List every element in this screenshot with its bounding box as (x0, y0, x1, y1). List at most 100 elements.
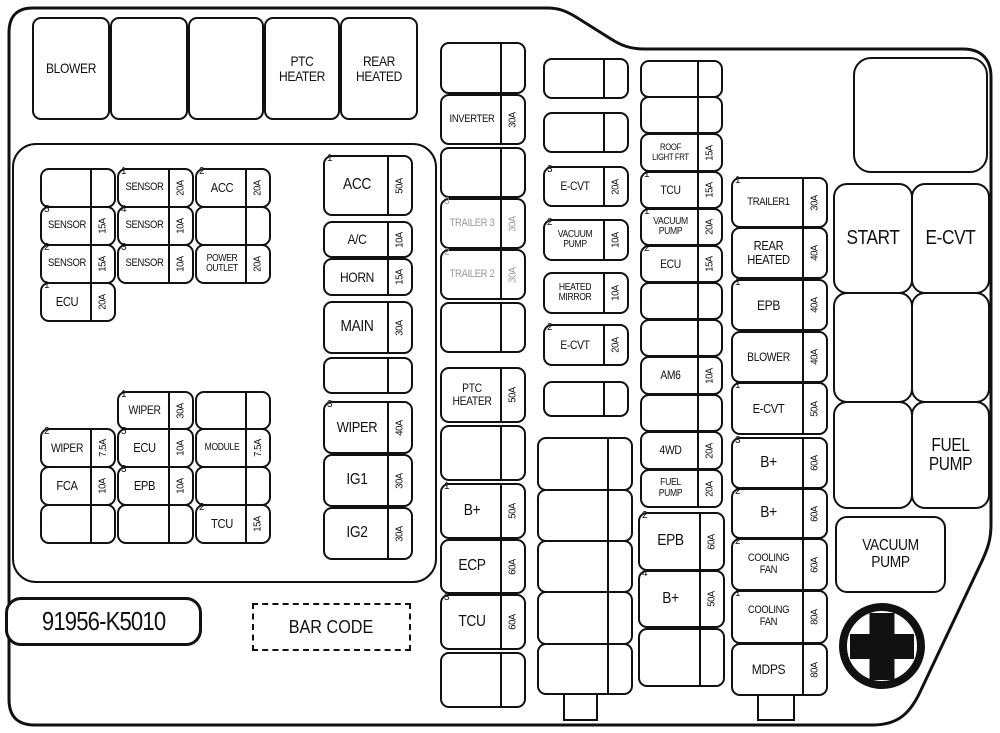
fuse-label (646, 396, 695, 430)
fuse-amp-strip: 7.5A (90, 430, 114, 466)
fuse-blank (195, 466, 271, 506)
fuse-blank (537, 540, 633, 593)
fuse-amp-strip: 30A (802, 179, 826, 226)
fuse-index: 5 (44, 204, 50, 215)
fuse-label: EPB (756, 296, 781, 313)
fuse-label: FCA (56, 478, 78, 494)
trailer-column-tab (757, 694, 795, 721)
bar-code-label: BAR CODE (289, 616, 374, 637)
fuse-amp-strip (603, 114, 627, 151)
fuse-amp-strip: 60A (802, 490, 826, 537)
fuse-amp-strip (697, 98, 721, 132)
fuse-index: 3 (121, 464, 127, 475)
fuse-label: ECU (55, 294, 79, 310)
fuse-e-cvt: E-CVT (911, 183, 990, 294)
fuse-blank (110, 17, 188, 120)
fuse-amp-strip: 20A (90, 284, 114, 320)
fuse-index: 2 (642, 510, 648, 521)
fuse-amp-strip: 15A (697, 247, 721, 281)
fuse-blank (638, 628, 725, 687)
fuse-label: EPB (133, 478, 156, 494)
fuse-label: ACC (342, 176, 372, 194)
fuse-blank (911, 292, 990, 403)
fuse-amp-value: 10A (175, 440, 187, 456)
fuse-label: E-CVT (925, 227, 976, 249)
fuse-index: 1 (735, 277, 741, 288)
fuse-amp-strip: 30A (500, 200, 524, 247)
fuse-amp-value: 10A (610, 232, 622, 248)
fuse-amp-strip: 30A (387, 303, 411, 352)
fuse-amp-value: 30A (394, 472, 406, 489)
fuse-amp-strip (387, 359, 411, 392)
fuse-label: ECP (458, 557, 486, 575)
fuse-fca: FCA 10A (40, 466, 116, 506)
fuse-blank (537, 437, 633, 491)
fuse-fuel-pump: FUEL PUMP (911, 401, 990, 509)
fuse-amp-value: 20A (252, 180, 264, 196)
fuse-amp-strip (500, 654, 524, 706)
fuse-amp-value: 60A (706, 533, 718, 550)
fuse-amp-strip: 20A (697, 210, 721, 244)
fuse-amp-value: 30A (175, 402, 187, 419)
fuse-amp-strip: 30A (387, 509, 411, 558)
fuse-amp-strip (607, 593, 631, 643)
fuse-label: E-CVT (560, 337, 590, 352)
fuse-index: 3 (547, 164, 553, 175)
fuse-label: WIPER (128, 403, 161, 418)
fuse-start: START (833, 183, 913, 294)
fuse-amp-strip (500, 304, 524, 351)
fuse-amp-strip: 15A (697, 173, 721, 207)
fuse-amp-strip: 50A (802, 384, 826, 433)
fuse-label (918, 294, 983, 401)
fuse-amp-strip (603, 60, 627, 97)
fuse-label (549, 383, 601, 415)
fuse-amp-value: 10A (97, 478, 109, 494)
fuse-amp-value: 20A (610, 178, 622, 195)
fuse-index: 4 (642, 568, 648, 579)
fuse-amp-strip: 30A (387, 456, 411, 505)
fuse-blank (440, 42, 526, 94)
fuse-amp-strip: 50A (699, 572, 723, 626)
fuse-index: 1 (644, 169, 650, 180)
fuse-label: AM6 (660, 368, 681, 383)
fuse-label (549, 114, 601, 151)
part-number-tab: 91956-K5010 (5, 597, 202, 646)
fuse-label: VACUUM PUMP (653, 215, 688, 237)
fuse-label: EPB (657, 532, 684, 550)
fuse-amp-value: 50A (394, 177, 406, 194)
fuse-label (646, 62, 695, 96)
fuse-amp-strip: 40A (802, 229, 826, 277)
fuse-label: B+ (662, 589, 679, 607)
fuse-label (201, 468, 244, 504)
fuse-index: 2 (735, 486, 741, 497)
fuse-amp-value: 20A (252, 256, 264, 272)
fuse-amp-value: 30A (507, 215, 519, 232)
fuse-amp-strip (90, 170, 114, 206)
fuse-label (446, 654, 498, 706)
fuse-label: COOLING FAN (747, 604, 790, 628)
fuse-label (329, 359, 384, 392)
fuse-index: 2 (444, 247, 450, 258)
fuse-amp-strip: 60A (699, 514, 723, 569)
fuse-blower: BLOWER (32, 17, 110, 120)
fuse-label: TCU (211, 516, 233, 532)
fuse-label: B+ (760, 504, 777, 522)
fuse-label (646, 98, 695, 132)
fuse-label: PTC HEATER (279, 52, 325, 84)
fuse-index: 3 (444, 592, 450, 603)
battery-positive-icon (839, 603, 925, 689)
center-stack-tab (563, 692, 598, 721)
